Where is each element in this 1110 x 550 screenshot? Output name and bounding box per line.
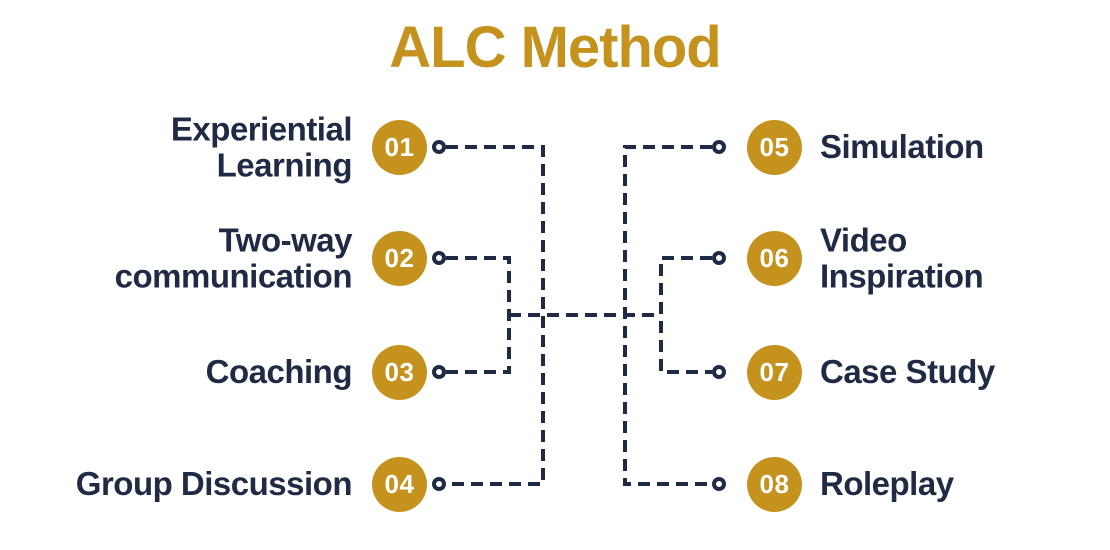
item-05-number-badge: 05 xyxy=(747,120,802,175)
connector-ring xyxy=(712,140,726,154)
item-06-number-badge: 06 xyxy=(747,231,802,286)
page-title: ALC Method xyxy=(389,15,722,80)
item-01-number-badge: 01 xyxy=(372,120,427,175)
item-06-label: Video Inspiration xyxy=(820,221,984,294)
item-05-label: Simulation xyxy=(820,128,984,166)
item-07-label: Case Study xyxy=(820,353,995,391)
connector-ring xyxy=(432,140,446,154)
item-01-label: Experiential Learning xyxy=(170,110,353,183)
item-07-number-badge: 07 xyxy=(747,345,802,400)
connector-ring xyxy=(712,365,726,379)
connector-ring xyxy=(712,477,726,491)
item-02-number-badge: 02 xyxy=(372,231,427,286)
item-04-number-badge: 04 xyxy=(372,457,427,512)
item-08-number-badge: 08 xyxy=(747,457,802,512)
connector-bracket-left-outer xyxy=(446,145,545,486)
item-03-number-badge: 03 xyxy=(372,345,427,400)
item-02-label: Two-way communication xyxy=(114,221,353,294)
connector-bracket-right-outer xyxy=(623,145,712,486)
item-03-label: Coaching xyxy=(205,353,353,391)
item-08-label: Roleplay xyxy=(820,465,954,503)
connector-ring xyxy=(712,251,726,265)
connector-bracket-right-inner xyxy=(659,256,712,374)
connector-ring xyxy=(432,365,446,379)
connector-ring xyxy=(432,477,446,491)
item-04-label: Group Discussion xyxy=(75,465,353,503)
connector-ring xyxy=(432,251,446,265)
connector-bracket-left-inner xyxy=(446,256,511,374)
